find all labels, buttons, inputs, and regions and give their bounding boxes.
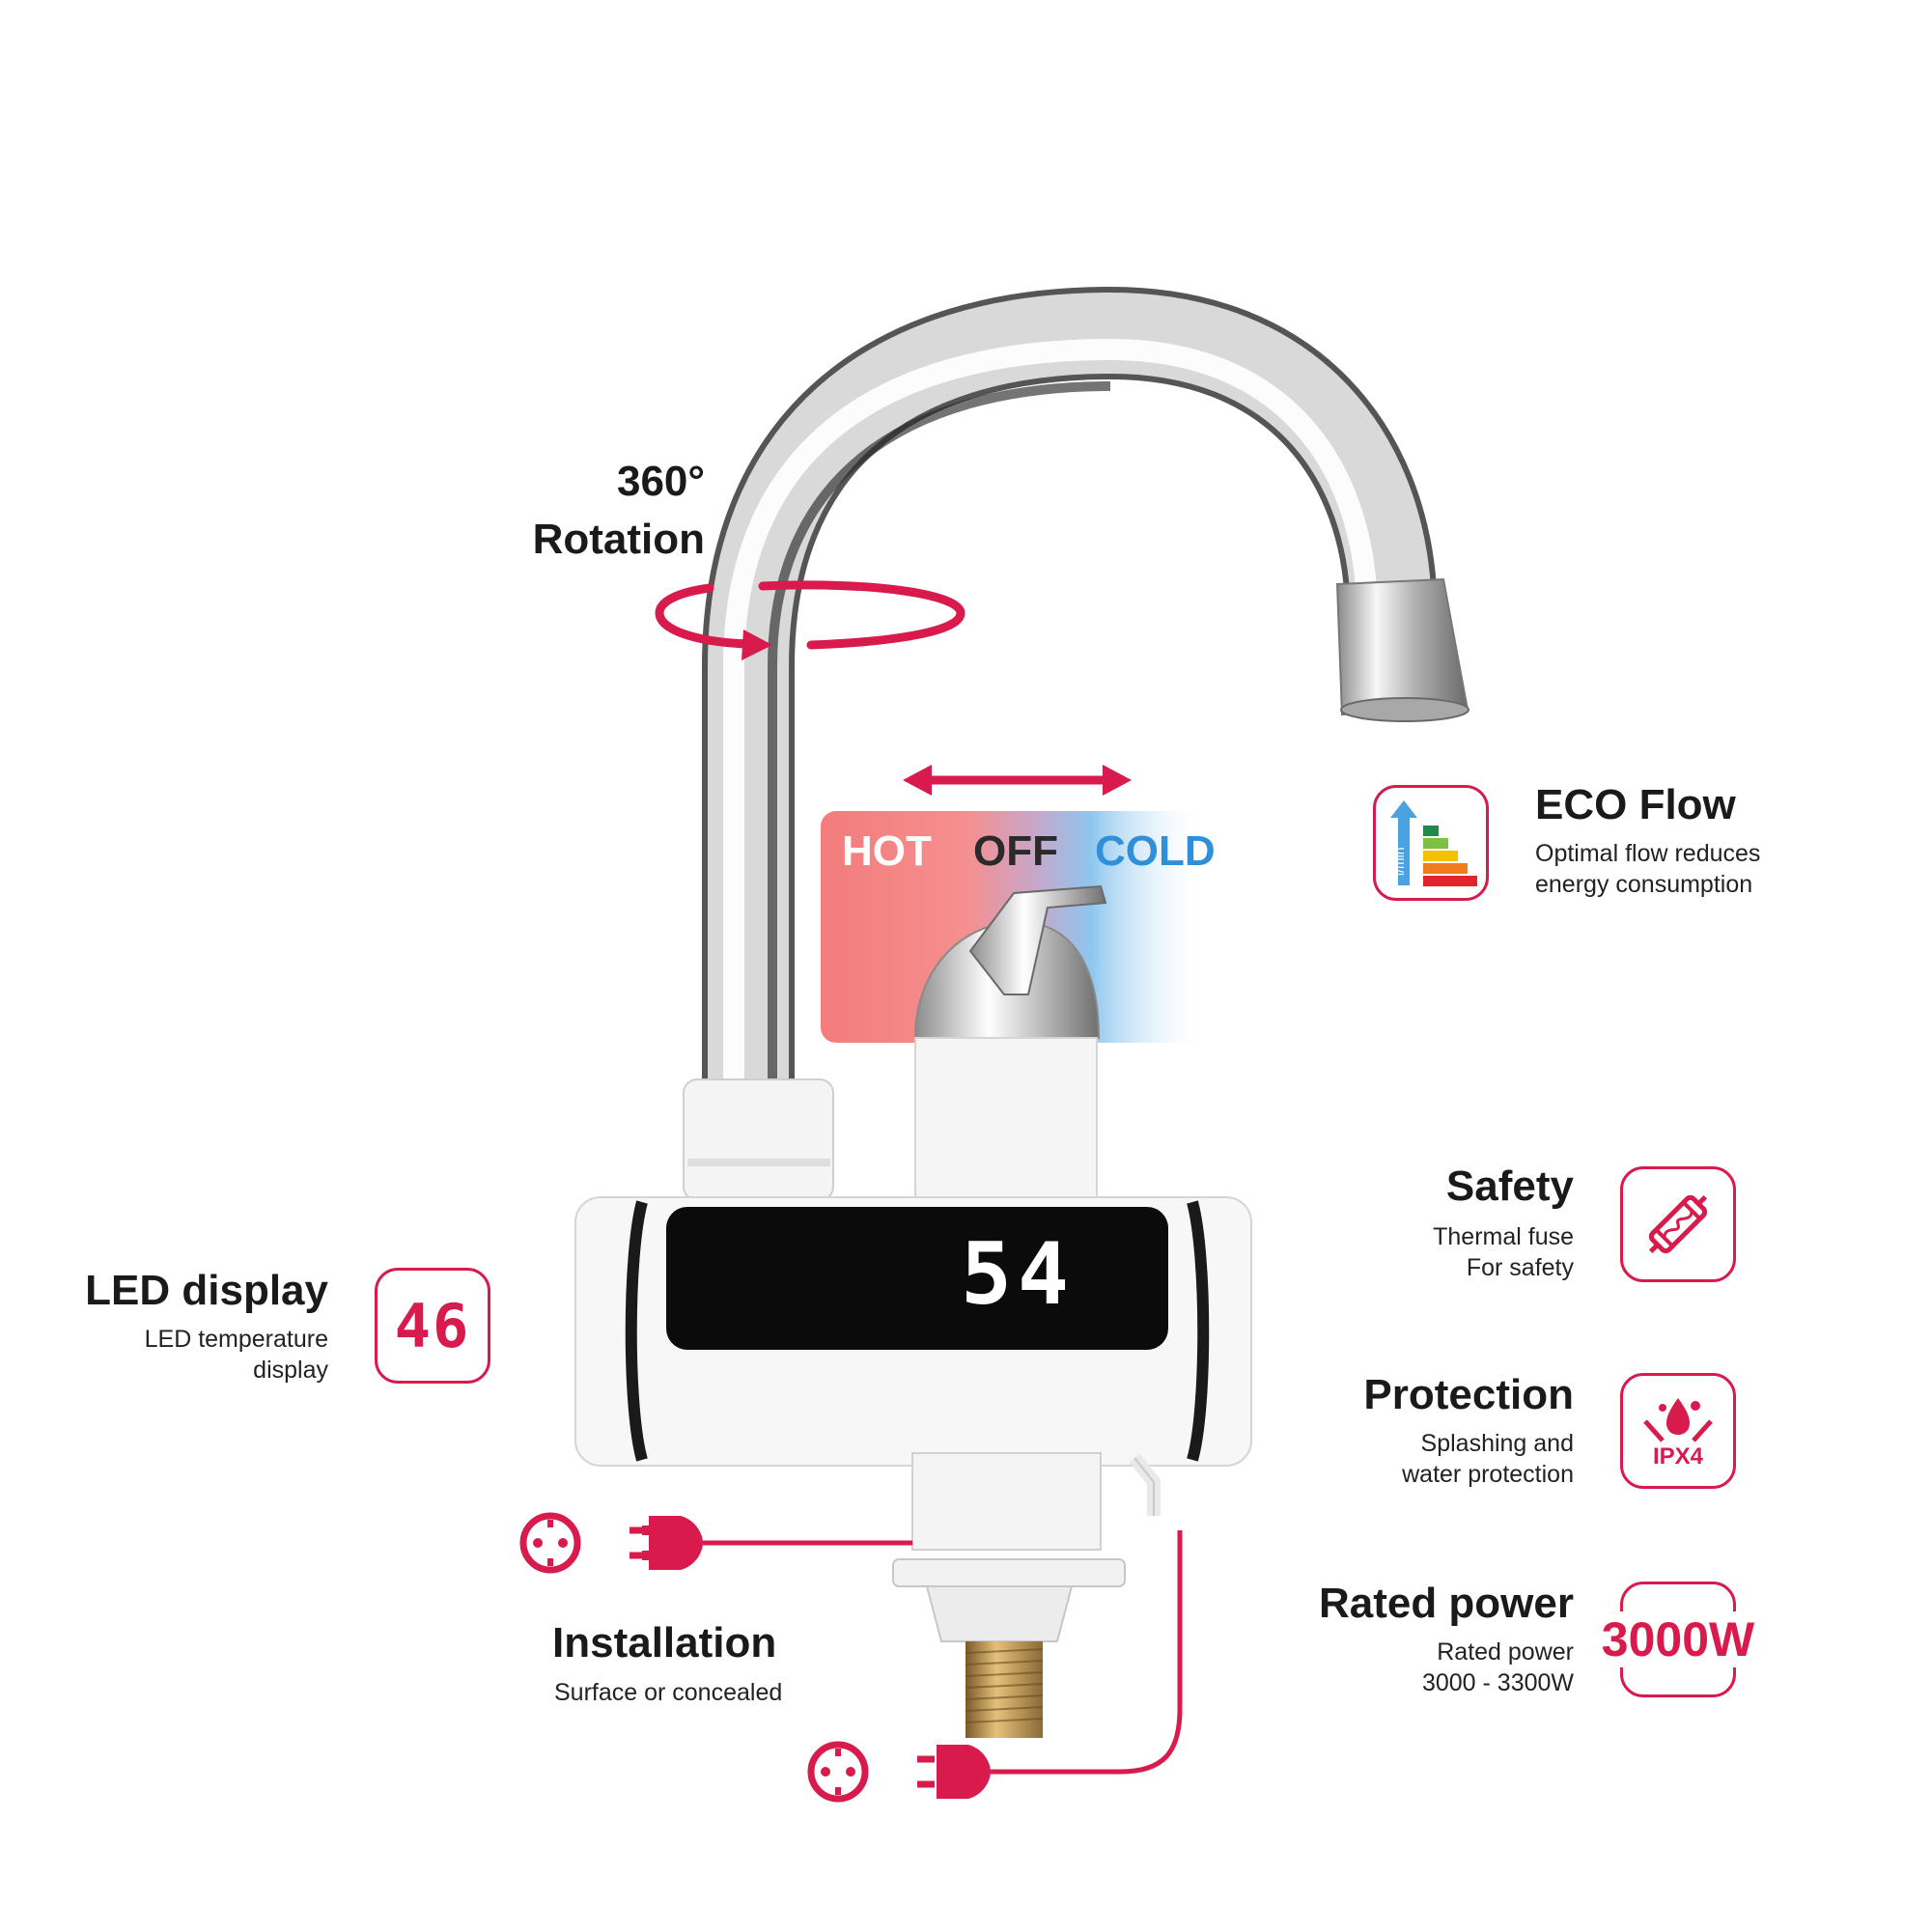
rated-power-title: Rated power <box>1318 1580 1574 1627</box>
lever-hot-label: HOT <box>842 827 932 875</box>
rated-power-icon-box: 3000W <box>1599 1582 1757 1697</box>
installation-line1: Surface or concealed <box>554 1679 783 1706</box>
svg-text:l/min: l/min <box>1391 847 1407 876</box>
led-display-icon-box: 46 <box>375 1268 490 1384</box>
eco-flow-line1: Optimal flow reduces <box>1535 840 1761 867</box>
protection-line2: water protection <box>1402 1461 1574 1488</box>
plug-icon <box>917 1745 991 1799</box>
socket-icon <box>807 1741 869 1803</box>
rotation-label: Rotation <box>532 516 705 563</box>
fuse-icon <box>1648 1194 1708 1254</box>
rated-power-line2: 3000 - 3300W <box>1421 1669 1574 1696</box>
eco-flow-bars-icon: l/min <box>1390 800 1477 886</box>
protection-icon-box: IPX4 <box>1620 1373 1736 1489</box>
safety-icon-box <box>1620 1166 1736 1282</box>
rotation-arrow-icon <box>758 580 966 650</box>
led-display-title: LED display <box>85 1267 328 1314</box>
rated-power-badge: 3000W <box>1599 1611 1757 1667</box>
water-drop-icon <box>1643 1398 1713 1442</box>
installation-title: Installation <box>552 1619 777 1666</box>
led-display-line2: display <box>253 1357 328 1384</box>
safety-line2: For safety <box>1466 1254 1574 1281</box>
eco-flow-line2: energy consumption <box>1535 871 1753 898</box>
lever-off-label: OFF <box>973 827 1058 875</box>
protection-line1: Splashing and <box>1420 1430 1574 1457</box>
rated-power-line1: Rated power <box>1437 1638 1574 1666</box>
plug-icon <box>630 1516 703 1570</box>
lever-cold-label: COLD <box>1095 827 1216 875</box>
safety-line1: Thermal fuse <box>1433 1223 1574 1250</box>
led-display-line1: LED temperature <box>144 1326 328 1353</box>
safety-title: Safety <box>1445 1162 1574 1210</box>
ipx4-badge: IPX4 <box>1652 1443 1704 1470</box>
led-icon-value: 46 <box>394 1290 471 1361</box>
rotation-degrees: 360° <box>616 458 705 505</box>
protection-title: Protection <box>1363 1371 1574 1418</box>
socket-icon <box>519 1512 581 1574</box>
eco-flow-icon-box: l/min <box>1373 785 1489 901</box>
led-screen-value: 54 <box>961 1224 1075 1324</box>
eco-flow-title: ECO Flow <box>1535 781 1736 828</box>
